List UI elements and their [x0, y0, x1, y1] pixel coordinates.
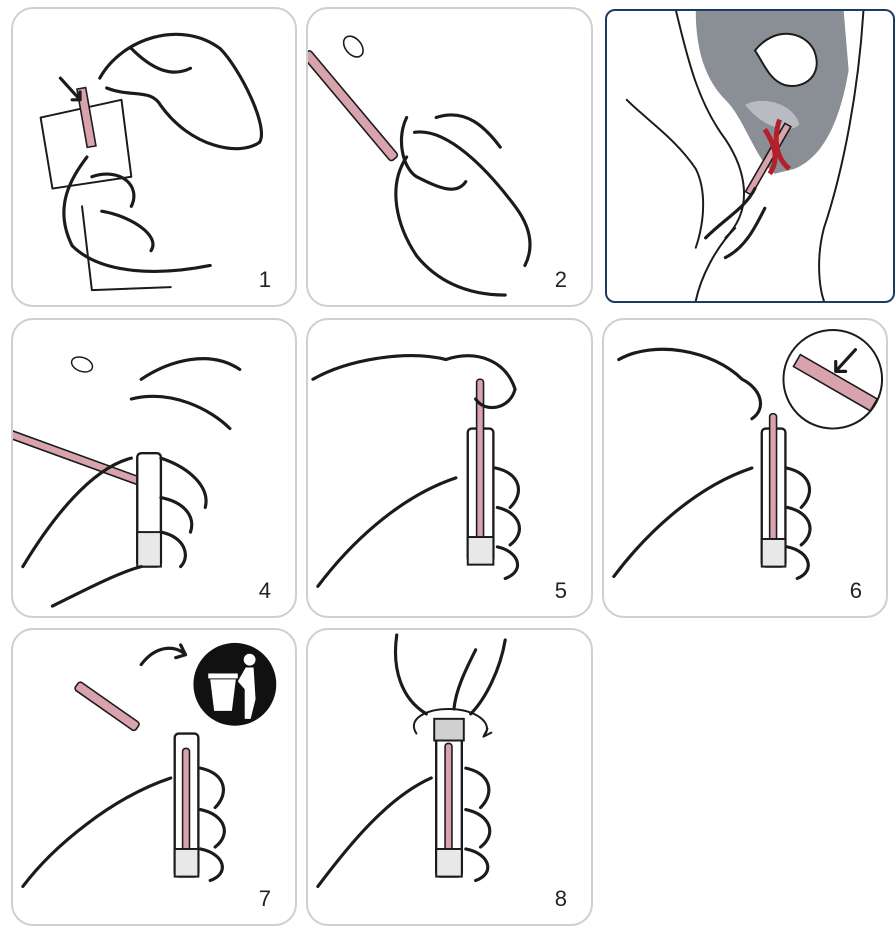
step-5-number: 5	[555, 578, 567, 604]
step-4-panel: 4	[11, 318, 297, 618]
step-7-panel: 7	[11, 628, 297, 926]
open-swab-package-icon	[13, 9, 295, 305]
step-5-panel: 5	[306, 318, 593, 618]
step-2-number: 2	[555, 267, 567, 293]
step-6-number: 6	[850, 578, 862, 604]
discard-shaft-icon	[13, 630, 295, 924]
step-6-panel: 6	[602, 318, 888, 618]
step-1-panel: 1	[11, 7, 297, 307]
step-7-number: 7	[259, 886, 271, 912]
step-4-number: 4	[259, 578, 271, 604]
swab-in-tube-icon	[308, 320, 591, 616]
hold-swab-icon	[308, 9, 591, 305]
swab-insertion-anatomy-icon	[607, 11, 893, 301]
break-swab-shaft-icon	[604, 320, 886, 616]
cap-tube-icon	[308, 630, 591, 924]
step-1-number: 1	[259, 267, 271, 293]
step-8-number: 8	[555, 886, 567, 912]
step-2-panel: 2	[306, 7, 593, 307]
swab-into-tube-icon	[13, 320, 295, 616]
step-8-panel: 8	[306, 628, 593, 926]
step-3-panel	[605, 9, 895, 303]
